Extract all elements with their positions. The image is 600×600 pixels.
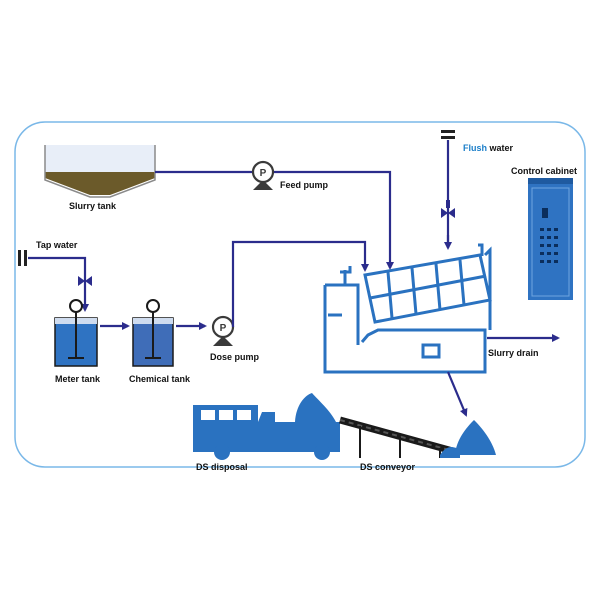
flush-valve-icon bbox=[441, 200, 455, 218]
ds-disposal-label: DS disposal bbox=[196, 462, 248, 472]
chemical-tank bbox=[132, 299, 174, 367]
chemical-tank-label: Chemical tank bbox=[129, 374, 191, 384]
feed-line bbox=[155, 170, 394, 270]
tap-valve-icon bbox=[78, 276, 92, 286]
control-cabinet bbox=[528, 178, 573, 300]
meter-tank-label: Meter tank bbox=[55, 374, 101, 384]
screw-press bbox=[323, 243, 492, 374]
flush-water-label: Flush water bbox=[463, 144, 513, 153]
dose-pump-label: Dose pump bbox=[210, 352, 260, 362]
tap-water-label: Tap water bbox=[36, 240, 78, 250]
sludge-discharge-line bbox=[446, 371, 468, 417]
flush-rest: water bbox=[489, 143, 514, 153]
slurry-drain-label: Slurry drain bbox=[488, 348, 539, 358]
feed-pump-icon: P bbox=[251, 160, 275, 190]
ds-conveyor bbox=[339, 416, 496, 458]
diagram-frame bbox=[14, 121, 586, 468]
tap-water-line bbox=[28, 256, 89, 312]
ds-conveyor-label: DS conveyor bbox=[360, 462, 416, 472]
meter-tank bbox=[54, 299, 98, 367]
dose-line bbox=[231, 240, 369, 327]
slurry-tank-label: Slurry tank bbox=[69, 201, 117, 211]
slurry-tank bbox=[44, 145, 156, 198]
flush-water-inlet-icon bbox=[441, 130, 455, 139]
truck-windows bbox=[201, 410, 251, 420]
dose-pump-symbol: P bbox=[220, 323, 227, 334]
ds-disposal-truck bbox=[193, 393, 340, 460]
flush-keyword: Flush bbox=[463, 143, 487, 153]
control-cabinet-label: Control cabinet bbox=[511, 166, 578, 176]
feed-pump-symbol: P bbox=[260, 168, 267, 179]
dose-pump-icon: P bbox=[211, 315, 235, 346]
feed-pump-label: Feed pump bbox=[280, 180, 329, 190]
tap-water-inlet-icon bbox=[18, 250, 27, 266]
